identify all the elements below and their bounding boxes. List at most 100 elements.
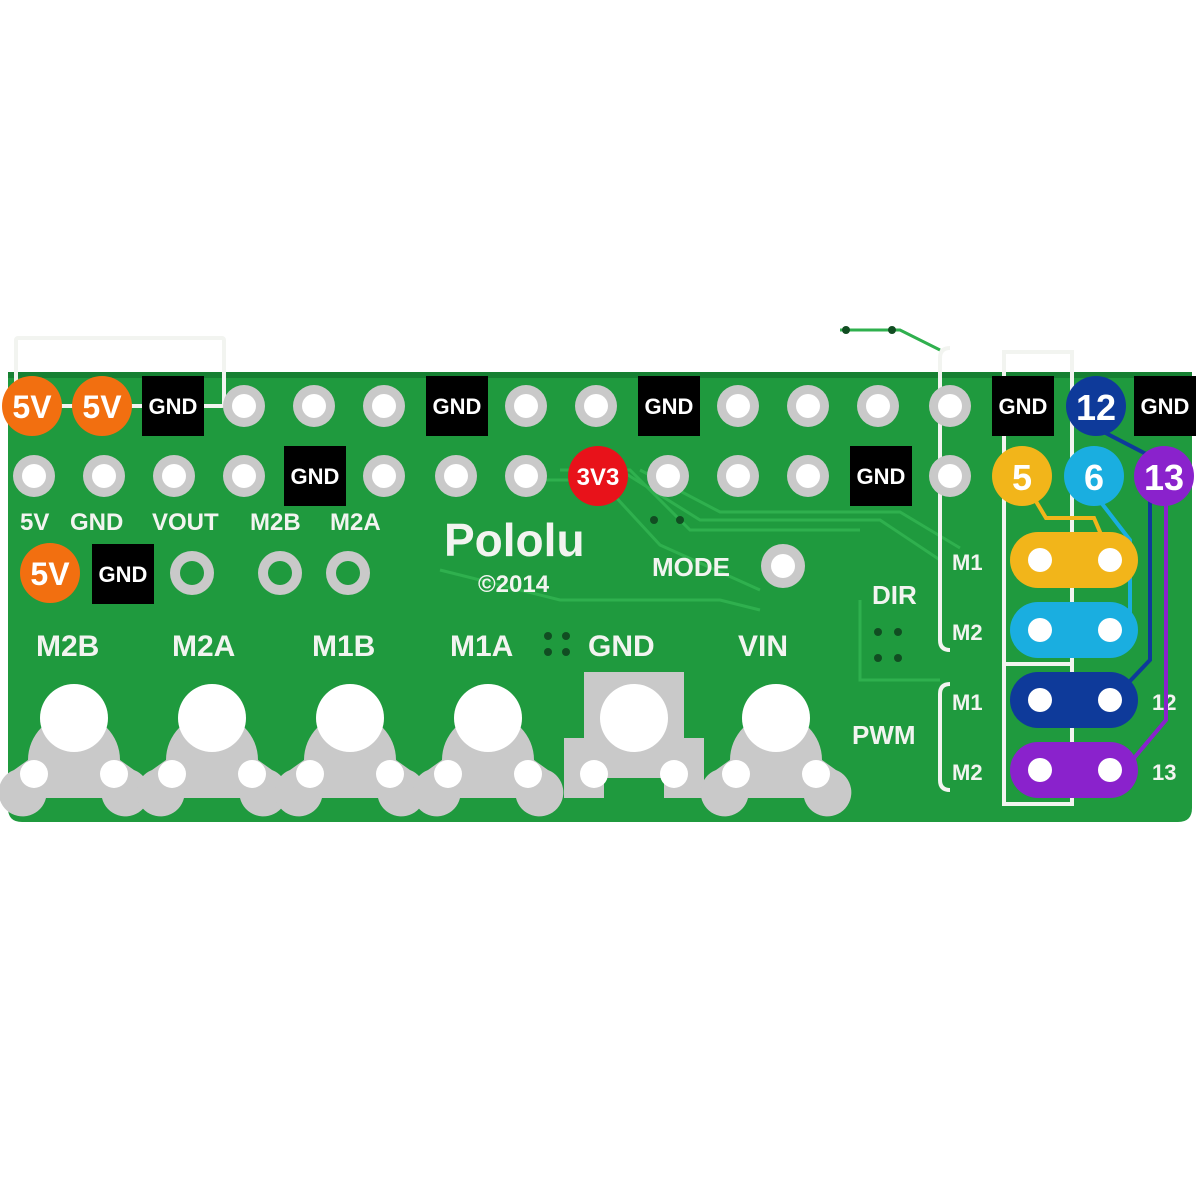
callout-gnd-1: GND bbox=[149, 394, 198, 419]
jumper-pwm-m1 bbox=[1010, 672, 1138, 728]
terminal-label-m2a: M2A bbox=[172, 630, 235, 663]
header-pad-hole bbox=[866, 394, 890, 418]
callout-5v-b: 5V bbox=[82, 389, 122, 425]
misc-pads bbox=[170, 544, 805, 595]
label-mode: MODE bbox=[652, 552, 730, 582]
terminal-pad bbox=[274, 714, 426, 817]
label-pwm: PWM bbox=[852, 720, 916, 750]
terminal-hole bbox=[600, 684, 668, 752]
callout-3v3: 3V3 bbox=[577, 464, 620, 491]
callout-5v-a: 5V bbox=[12, 389, 52, 425]
header-pad-hole bbox=[656, 464, 680, 488]
terminal-hole bbox=[20, 760, 48, 788]
terminal-hole bbox=[580, 760, 608, 788]
header-row-1-pads bbox=[223, 385, 971, 427]
callout-box-5v-bg bbox=[20, 543, 80, 603]
terminal-hole bbox=[316, 684, 384, 752]
callout-box-5v: 5V bbox=[30, 556, 70, 592]
callout-gnd-5-bg bbox=[1134, 376, 1196, 436]
terminal-label-m1a: M1A bbox=[450, 630, 513, 663]
header-pad-hole bbox=[584, 394, 608, 418]
label-vout-small: VOUT bbox=[152, 509, 219, 536]
header-pad-hole bbox=[938, 464, 962, 488]
label-m2a-small: M2A bbox=[330, 509, 381, 536]
terminal-hole bbox=[454, 684, 522, 752]
callouts-row-1: 5V 5V GND GND GND GND 12 GND bbox=[2, 376, 1196, 436]
callout-5v-a-bg bbox=[2, 376, 62, 436]
silkscreen-lines bbox=[14, 336, 1074, 806]
label-pwm-m1: M1 bbox=[952, 690, 983, 715]
label-5v-small: 5V bbox=[20, 509, 49, 536]
header-pad-hole bbox=[162, 464, 186, 488]
header-pad-hole bbox=[232, 394, 256, 418]
label-dir-m2: M2 bbox=[952, 620, 983, 645]
brand-logo-text: Pololu bbox=[444, 514, 585, 566]
label-dir-m1: M1 bbox=[952, 550, 983, 575]
header-row-2-pads bbox=[13, 455, 971, 497]
terminal-pad bbox=[412, 714, 564, 817]
header-pad-hole bbox=[302, 394, 326, 418]
terminal-hole bbox=[722, 760, 750, 788]
callout-gnd-2-bg bbox=[426, 376, 488, 436]
callout-gnd-1-bg bbox=[142, 376, 204, 436]
terminal-label-m1b: M1B bbox=[312, 630, 375, 663]
callout-box-gnd: GND bbox=[99, 562, 148, 587]
label-m2b-small: M2B bbox=[250, 509, 301, 536]
header-pad-hole bbox=[796, 394, 820, 418]
header-pad-hole bbox=[232, 464, 256, 488]
callout-5-bg bbox=[992, 446, 1052, 506]
terminal-label-gnd: GND bbox=[588, 630, 655, 663]
terminal-hole bbox=[158, 760, 186, 788]
terminal-hole bbox=[178, 684, 246, 752]
label-dir: DIR bbox=[872, 580, 917, 610]
callouts-power-box: 5V GND bbox=[20, 543, 154, 604]
copyright-text: ©2014 bbox=[478, 571, 550, 598]
callout-5: 5 bbox=[1012, 457, 1032, 498]
terminal-label-m2b: M2B bbox=[36, 630, 99, 663]
terminal-hole bbox=[296, 760, 324, 788]
callout-12: 12 bbox=[1076, 387, 1116, 428]
callout-gnd-2: GND bbox=[433, 394, 482, 419]
callout-gnd-3: GND bbox=[645, 394, 694, 419]
header-pad-hole bbox=[372, 464, 396, 488]
silkscreen-text: 5V GND VOUT M2B M2A Pololu ©2014 MODE M2… bbox=[20, 509, 1176, 785]
label-pwm-m2: M2 bbox=[952, 760, 983, 785]
terminal-pad bbox=[700, 714, 852, 817]
callout-row2-gnd-2-bg bbox=[850, 446, 912, 506]
callout-13-bg bbox=[1134, 446, 1194, 506]
callout-6-bg bbox=[1064, 446, 1124, 506]
header-pad-hole bbox=[22, 464, 46, 488]
terminal-hole bbox=[40, 684, 108, 752]
jumper-dir-m1 bbox=[1010, 532, 1138, 588]
header-pad-hole bbox=[92, 464, 116, 488]
header-pad-hole bbox=[372, 394, 396, 418]
jumper-dir-m2 bbox=[1010, 602, 1138, 658]
terminal-hole bbox=[434, 760, 462, 788]
vias bbox=[544, 326, 902, 662]
callout-gnd-5: GND bbox=[1141, 394, 1190, 419]
label-right-13: 13 bbox=[1152, 760, 1176, 785]
callouts-row-2: GND 3V3 GND 5 6 13 bbox=[284, 446, 1194, 506]
terminal-pad bbox=[0, 714, 150, 817]
terminal-label-vin: VIN bbox=[738, 630, 788, 663]
label-gnd-small: GND bbox=[70, 509, 123, 536]
header-pad-hole bbox=[514, 464, 538, 488]
callout-13: 13 bbox=[1144, 457, 1184, 498]
header-pad-hole bbox=[514, 394, 538, 418]
header-pad-hole bbox=[938, 394, 962, 418]
callout-6: 6 bbox=[1084, 457, 1104, 498]
terminal-pad bbox=[136, 714, 288, 817]
terminal-pads bbox=[0, 672, 852, 817]
header-pad-hole bbox=[796, 464, 820, 488]
callout-gnd-3-bg bbox=[638, 376, 700, 436]
wire-12-navy bbox=[1095, 426, 1152, 702]
header-pad-hole bbox=[444, 464, 468, 488]
jumper-pads bbox=[1010, 532, 1138, 798]
terminal-hole bbox=[802, 760, 830, 788]
callout-12-bg bbox=[1066, 376, 1126, 436]
callout-row2-gnd-2: GND bbox=[857, 464, 906, 489]
terminal-hole bbox=[238, 760, 266, 788]
terminal-hole bbox=[376, 760, 404, 788]
header-pad-hole bbox=[726, 464, 750, 488]
